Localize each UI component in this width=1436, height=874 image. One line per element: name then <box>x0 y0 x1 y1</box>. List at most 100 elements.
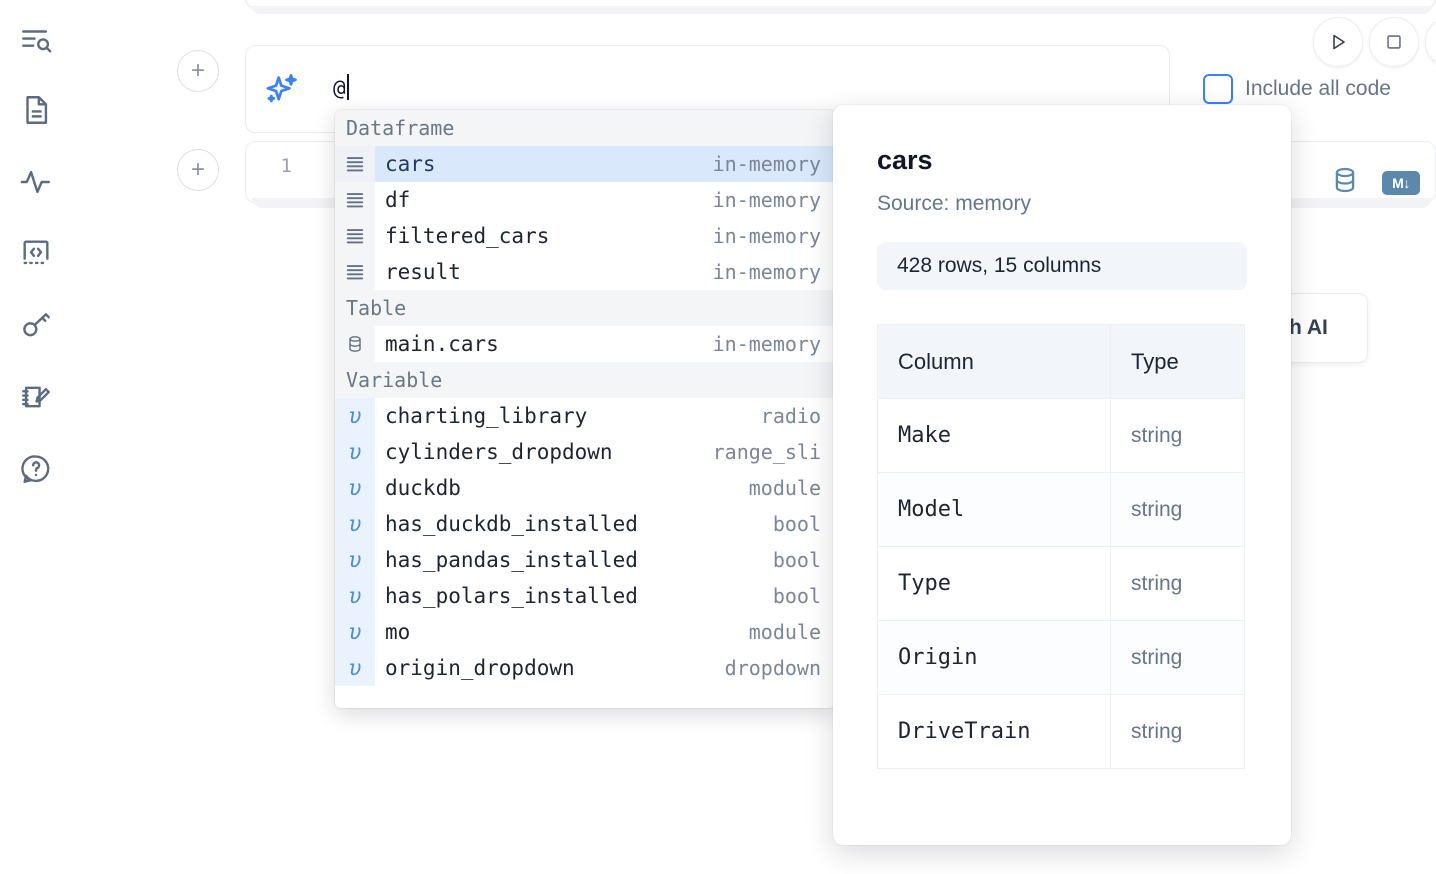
stop-button[interactable] <box>1369 17 1419 67</box>
dataframe-icon <box>335 218 375 254</box>
include-all-code-row[interactable]: Include all code <box>1203 74 1391 104</box>
autocomplete-item-name: filtered_cars <box>385 224 550 248</box>
dataframe-icon <box>335 182 375 218</box>
schema-column-name: Make <box>877 398 1111 473</box>
text-caret <box>346 74 349 100</box>
ai-suggestion-card-label: h AI <box>1289 316 1328 339</box>
variable-icon: υ <box>335 434 375 470</box>
autocomplete-item-name: has_duckdb_installed <box>385 512 638 536</box>
schema-column-name: Model <box>877 472 1111 547</box>
schema-column-type: string <box>1110 620 1245 695</box>
autocomplete-item[interactable]: filtered_cars in-memory <box>335 218 835 254</box>
add-cell-button-top[interactable]: + <box>177 50 219 92</box>
autocomplete-item-name: main.cars <box>385 332 499 356</box>
schema-column-type: string <box>1110 472 1245 547</box>
activity-pulse-icon[interactable] <box>14 160 58 204</box>
autocomplete-item-name: mo <box>385 620 411 644</box>
dataframe-detail-panel: cars Source: memory 428 rows, 15 columns… <box>833 105 1291 845</box>
schema-column-name: DriveTrain <box>877 694 1111 769</box>
plus-icon: + <box>190 156 205 183</box>
ai-prompt-input[interactable]: @ <box>333 74 349 100</box>
autocomplete-item-type: in-memory <box>712 260 821 284</box>
schema-column-name: Origin <box>877 620 1111 695</box>
variable-icon: υ <box>335 506 375 542</box>
plus-icon: + <box>190 57 205 84</box>
markdown-icon[interactable]: M↓ <box>1382 170 1420 195</box>
autocomplete-item-name: has_polars_installed <box>385 584 638 608</box>
more-actions-button[interactable] <box>1425 17 1436 67</box>
variable-icon: υ <box>335 578 375 614</box>
variable-icon: υ <box>335 650 375 686</box>
database-icon[interactable] <box>1330 165 1360 200</box>
schema-column-type: string <box>1110 546 1245 621</box>
autocomplete-item-type: bool <box>772 548 821 572</box>
autocomplete-item-type: range_sli <box>712 440 821 464</box>
schema-header-cell: Type <box>1110 324 1245 399</box>
autocomplete-item-type: bool <box>772 584 821 608</box>
file-document-icon[interactable] <box>14 88 58 132</box>
autocomplete-item-name: cylinders_dropdown <box>385 440 613 464</box>
autocomplete-item-name: charting_library <box>385 404 588 428</box>
sidebar-rail <box>0 0 72 874</box>
variable-icon: υ <box>335 542 375 578</box>
autocomplete-item[interactable]: υ has_polars_installed bool <box>335 578 835 614</box>
autocomplete-section-header: Variable <box>335 362 835 398</box>
schema-header-cell: Column <box>877 324 1111 399</box>
detail-title: cars <box>877 145 933 175</box>
autocomplete-section-header: Table <box>335 290 835 326</box>
autocomplete-item[interactable]: υ has_duckdb_installed bool <box>335 506 835 542</box>
detail-source: Source: memory <box>877 192 1032 215</box>
include-all-code-label: Include all code <box>1245 77 1391 100</box>
autocomplete-item-type: in-memory <box>712 224 821 248</box>
autocomplete-item[interactable]: υ cylinders_dropdown range_sli <box>335 434 835 470</box>
autocomplete-item-type: dropdown <box>724 656 821 680</box>
dataframe-icon <box>335 146 375 182</box>
autocomplete-item-name: origin_dropdown <box>385 656 575 680</box>
add-cell-button-bottom[interactable]: + <box>177 149 219 191</box>
autocomplete-item-name: df <box>385 188 411 212</box>
help-question-icon[interactable] <box>14 447 58 491</box>
code-snippets-icon[interactable] <box>14 231 58 275</box>
run-button[interactable] <box>1313 17 1363 67</box>
dataframe-icon <box>335 254 375 290</box>
autocomplete-item[interactable]: υ origin_dropdown dropdown <box>335 650 835 686</box>
outline-search-icon[interactable] <box>14 18 58 62</box>
ai-prompt-value: @ <box>333 76 346 100</box>
code-line-number: 1 <box>280 155 292 177</box>
include-all-code-checkbox[interactable] <box>1203 74 1233 104</box>
schema-column-type: string <box>1110 694 1245 769</box>
cell-above-shadow <box>252 6 1432 14</box>
autocomplete-item-type: bool <box>772 512 821 536</box>
variable-icon: υ <box>335 470 375 506</box>
autocomplete-item-type: in-memory <box>712 188 821 212</box>
key-secrets-icon[interactable] <box>14 303 58 347</box>
autocomplete-item-type: radio <box>760 404 821 428</box>
schema-column-name: Type <box>877 546 1111 621</box>
autocomplete-item-type: module <box>748 476 821 500</box>
variable-icon: υ <box>335 398 375 434</box>
autocomplete-item-name: cars <box>385 152 436 176</box>
autocomplete-item-name: result <box>385 260 461 284</box>
schema-column-type: string <box>1110 398 1245 473</box>
autocomplete-item-name: duckdb <box>385 476 461 500</box>
autocomplete-item[interactable]: result in-memory <box>335 254 835 290</box>
autocomplete-item[interactable]: df in-memory <box>335 182 835 218</box>
autocomplete-item[interactable]: υ charting_library radio <box>335 398 835 434</box>
autocomplete-item-type: module <box>748 620 821 644</box>
detail-shape-badge: 428 rows, 15 columns <box>877 242 1247 290</box>
notebook-edit-icon[interactable] <box>14 375 58 419</box>
variable-icon: υ <box>335 614 375 650</box>
database-icon <box>335 326 375 362</box>
